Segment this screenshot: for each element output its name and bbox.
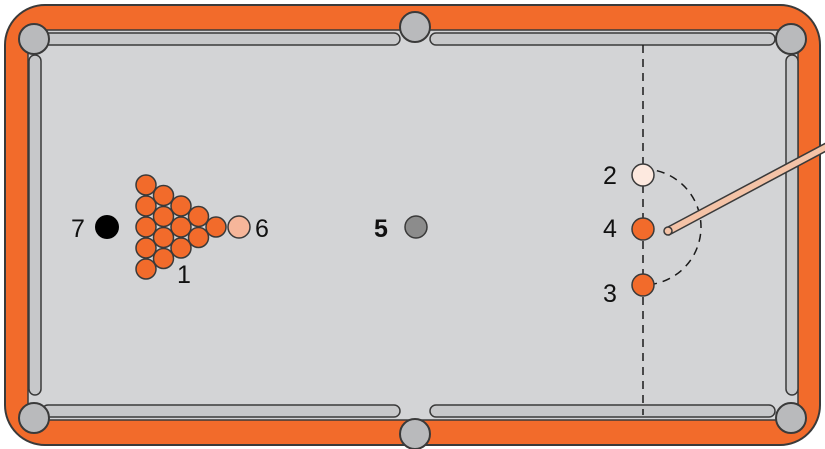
ball-6-pale (228, 216, 250, 238)
cushion-bottom-left (42, 405, 400, 417)
cue-tip (664, 227, 672, 235)
cushion-top-left (42, 33, 400, 45)
pocket-bottom-right (776, 403, 806, 433)
ball-3-red (632, 274, 654, 296)
red-ball (171, 217, 191, 237)
cushion-bottom-right (430, 405, 775, 417)
ball-5-grey (405, 216, 427, 238)
label-1: 1 (177, 261, 191, 289)
label-5: 5 (374, 215, 388, 243)
red-ball (189, 228, 209, 248)
red-ball (171, 238, 191, 258)
label-4: 4 (603, 215, 617, 243)
red-ball (136, 259, 156, 279)
cushion-left (29, 55, 41, 395)
cushion-top-right (430, 33, 775, 45)
ball-7-black (95, 215, 119, 239)
red-ball (154, 207, 174, 227)
red-ball (154, 249, 174, 269)
label-2: 2 (603, 162, 617, 190)
pocket-bottom-middle (400, 419, 430, 449)
pocket-bottom-left (19, 403, 49, 433)
label-7: 7 (71, 215, 85, 243)
red-ball (171, 196, 191, 216)
red-ball (136, 238, 156, 258)
pocket-top-left (19, 24, 49, 54)
ball-2-cream (632, 164, 654, 186)
cushion-right (786, 55, 798, 395)
red-ball (136, 196, 156, 216)
ball-4-red (632, 218, 654, 240)
red-ball (154, 186, 174, 206)
red-ball (136, 175, 156, 195)
label-6: 6 (255, 215, 269, 243)
pocket-top-right (776, 24, 806, 54)
red-ball (136, 217, 156, 237)
pocket-top-middle (400, 12, 430, 42)
red-ball (189, 207, 209, 227)
label-3: 3 (603, 280, 617, 308)
red-ball (206, 217, 226, 237)
red-ball (154, 228, 174, 248)
